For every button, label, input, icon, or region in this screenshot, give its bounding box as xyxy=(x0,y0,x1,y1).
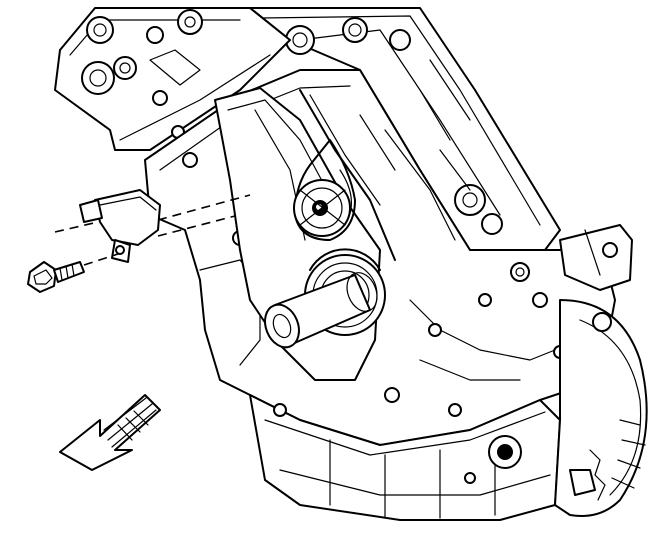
crankshaft-snout xyxy=(264,272,378,349)
cylinder-head-left xyxy=(54,7,291,151)
flywheel-ring-gear xyxy=(554,299,648,517)
alignment-lines xyxy=(54,194,251,266)
engine-mount-bracket xyxy=(559,224,633,291)
front-of-vehicle-arrow xyxy=(59,394,161,471)
crankshaft-position-sensor xyxy=(79,189,161,263)
tensioner-pulley xyxy=(293,179,351,237)
sensor-bolt xyxy=(27,261,85,293)
